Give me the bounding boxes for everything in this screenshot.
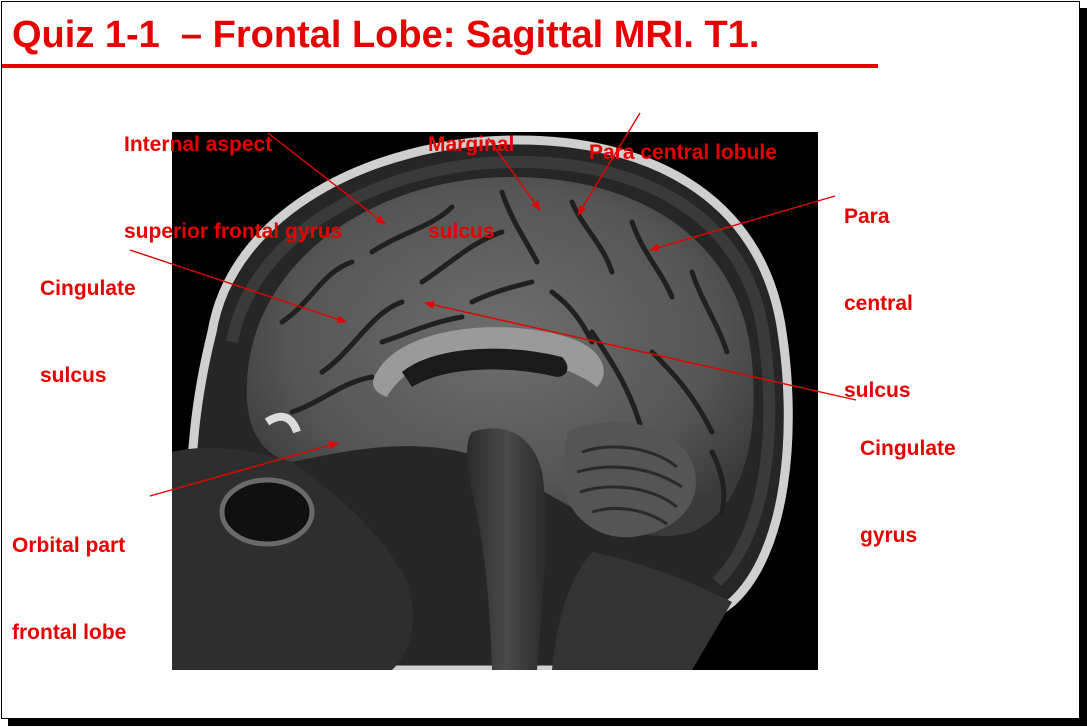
neck-tissue <box>552 552 732 670</box>
label-line: Cingulate <box>860 437 956 460</box>
title-underline <box>2 64 878 68</box>
brainstem <box>467 428 546 670</box>
orbit <box>219 477 315 547</box>
cerebellar-folia <box>576 445 683 526</box>
label-cingulate-gyrus: Cingulate gyrus <box>860 376 956 579</box>
label-para-central-sulcus: Para central sulcus <box>844 144 913 434</box>
label-line: Internal aspect <box>124 133 273 156</box>
label-line: frontal lobe <box>12 621 127 644</box>
label-line: sulcus <box>844 379 911 402</box>
slide-title: Quiz 1-1 – Frontal Lobe: Sagittal MRI. T… <box>12 14 760 56</box>
label-line: sulcus <box>40 364 107 387</box>
label-line: sulcus <box>428 220 495 243</box>
label-cingulate-sulcus: Cingulate sulcus <box>40 216 136 419</box>
label-line: Para central lobule <box>589 141 777 164</box>
label-line: superior frontal gyrus <box>124 220 343 243</box>
label-line: Cingulate <box>40 277 136 300</box>
label-internal-aspect-superior-frontal-gyrus: Internal aspect superior frontal gyrus <box>124 72 342 275</box>
frontal-bone <box>264 412 301 434</box>
label-para-central-lobule: Para central lobule <box>589 80 777 196</box>
label-marginal-sulcus: Marginal sulcus <box>428 72 514 275</box>
label-line: Orbital part <box>12 534 126 557</box>
label-line: gyrus <box>860 524 918 547</box>
label-line: central <box>844 292 913 315</box>
label-line: Para <box>844 205 890 228</box>
label-orbital-part-frontal-lobe: Orbital part frontal lobe <box>12 473 126 676</box>
cerebellum <box>562 422 696 538</box>
label-line: Marginal <box>428 133 515 156</box>
